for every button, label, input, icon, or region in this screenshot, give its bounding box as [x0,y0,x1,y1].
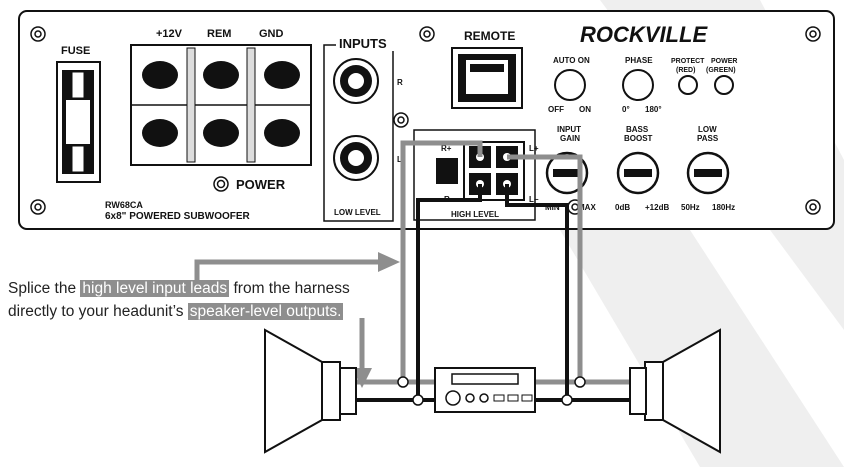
protect-sub-label: (RED) [676,67,695,74]
auto-on-off-label: OFF [548,105,564,114]
low-pass-label-1: LOW [698,125,717,134]
pin-label-l-plus: L+ [529,144,539,153]
input-gain-label-1: INPUT [557,125,581,134]
remote-label: REMOTE [464,29,515,43]
auto-on-label: AUTO ON [553,56,590,65]
input-r-label: R [397,78,403,87]
left-speaker [264,328,357,454]
bass-boost-min-label: 0dB [615,203,630,212]
low-pass-min-label: 50Hz [681,203,700,212]
low-pass-knob[interactable] [686,151,730,195]
caption-highlight-speaker-level: speaker-level outputs. [187,303,344,320]
bass-boost-label-1: BASS [626,125,649,134]
input-gain-min-label: MIN [545,203,560,212]
model-label: RW68CA [105,200,143,210]
high-level-box [413,129,536,221]
protect-label: PROTECT [671,58,705,65]
bass-boost-knob[interactable] [616,151,660,195]
input-gain-knob[interactable] [545,151,589,195]
pin-label-l-minus: L− [529,195,539,204]
power-led-icon [213,176,229,192]
phase-max-label: 180° [645,105,662,114]
high-level-label: HIGH LEVEL [451,210,499,219]
phase-label: PHASE [625,56,653,65]
power-led-label: POWER [711,58,737,65]
terminal-label-rem: REM [207,28,231,40]
power-led-sub-label: (GREEN) [706,67,736,74]
power-label: POWER [236,177,286,192]
phase-min-label: 0° [622,105,630,114]
caption-text: Splice the high level input leads from t… [8,277,428,323]
rca-jack-left [333,135,379,181]
low-pass-max-label: 180Hz [712,203,735,212]
panel-screws [30,26,821,215]
protect-led [678,75,698,95]
head-unit [434,367,536,413]
inputs-label: INPUTS [339,36,387,51]
terminal-label-12v: +12V [156,28,183,40]
input-gain-max-label: MAX [578,203,596,212]
bass-boost-max-label: +12dB [645,203,669,212]
rca-jack-right [333,58,379,104]
terminal-label-gnd: GND [259,28,284,40]
low-pass-label-2: PASS [697,134,719,143]
power-terminal-block [130,44,312,166]
splice-points [397,376,586,406]
caption-part-1: Splice the [8,280,81,297]
caption-part-3: directly to your headunit’s [8,303,188,320]
right-speaker [629,328,721,454]
fuse-holder [56,61,101,183]
auto-on-on-label: ON [579,105,591,114]
bass-boost-label-2: BOOST [624,134,653,143]
low-level-label: LOW LEVEL [334,208,381,217]
auto-on-switch[interactable] [554,69,586,101]
remote-rj45-port [451,47,523,109]
caption-highlight-high-level: high level input leads [80,280,230,297]
pin-label-r-plus: R+ [441,144,452,153]
caption-part-2: from the harness [229,280,350,297]
input-gain-label-2: GAIN [560,134,580,143]
phase-switch[interactable] [622,69,654,101]
power-led [714,75,734,95]
brand-logo: ROCKVILLE [580,22,708,47]
fuse-label: FUSE [61,45,90,57]
model-description: 6x8" POWERED SUBWOOFER [105,211,251,222]
input-l-label: L [397,155,402,164]
